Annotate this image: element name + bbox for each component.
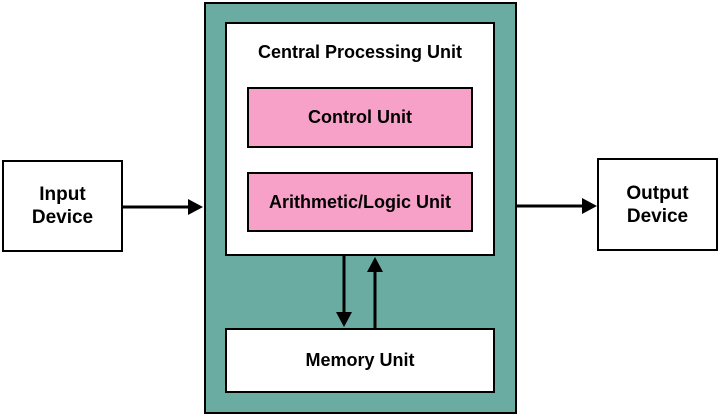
control-unit-label: Control Unit	[308, 107, 412, 127]
input-device-label: Input Device	[31, 184, 94, 228]
output-device-label: Output Device	[626, 182, 689, 227]
memory-unit-box: Memory Unit	[225, 328, 495, 393]
input-to-cpu-arrowhead	[188, 199, 203, 215]
alu-label: Arithmetic/Logic Unit	[268, 191, 451, 212]
input-device-box: Input Device	[2, 160, 123, 252]
control-unit-box: Control Unit	[247, 87, 473, 148]
cpu-to-output-arrowhead	[582, 198, 597, 214]
cpu-title: Central Processing Unit	[257, 42, 463, 62]
output-device-box: Output Device	[597, 158, 718, 251]
memory-unit-label: Memory Unit	[305, 350, 415, 370]
alu-box: Arithmetic/Logic Unit	[247, 172, 473, 232]
